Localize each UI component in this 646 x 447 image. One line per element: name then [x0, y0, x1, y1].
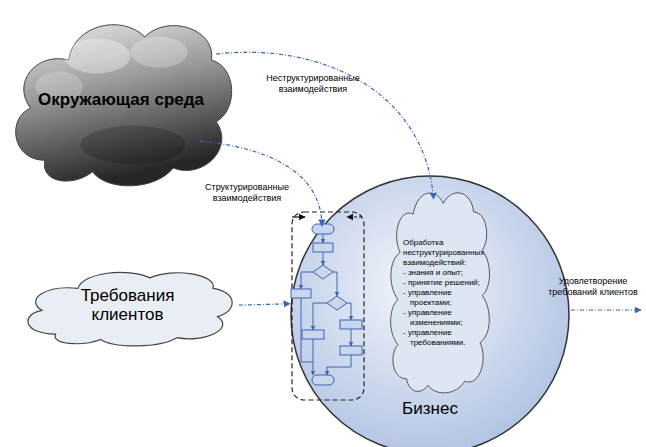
- connector-label: Структурированные взаимодействия: [192, 182, 302, 204]
- processing-cloud: Обработка неструктурированных взаимодейс…: [385, 182, 493, 396]
- connector-label: Неструктурированные взаимодействия: [252, 73, 374, 95]
- interaction-connector: [239, 304, 290, 305]
- list-item: - знания и опыт;: [403, 268, 487, 278]
- list-item: - управление изменениями;: [403, 308, 487, 328]
- node-text-box: Обработка неструктурированных взаимодейс…: [403, 238, 487, 348]
- node-text-box: Бизнес: [350, 399, 510, 419]
- list-item: - управление проектами;: [403, 288, 487, 308]
- output-label: Удовлетворение требований клиентов: [540, 276, 646, 298]
- node-text-box: Требования клиентов: [60, 286, 195, 324]
- bracket-arrow: [292, 216, 305, 217]
- list-item: - управление требованиями.: [403, 328, 487, 348]
- node-title: Обработка неструктурированных взаимодейс…: [403, 238, 487, 268]
- environment-cloud: Окружающая среда: [2, 2, 240, 195]
- business-circle: Бизнес Обработка неструктурированных взаи…: [290, 175, 570, 447]
- node-title: Требования клиентов: [60, 286, 195, 324]
- list-item: - принятие решений;: [403, 278, 487, 288]
- output-arrow: [571, 309, 641, 310]
- requirements-cloud: Требования клиентов: [15, 262, 240, 350]
- interaction-connector: [216, 52, 433, 199]
- node-title: Окружающая среда: [2, 90, 240, 110]
- node-title: Бизнес: [350, 399, 510, 419]
- node-text-box: Окружающая среда: [2, 90, 240, 110]
